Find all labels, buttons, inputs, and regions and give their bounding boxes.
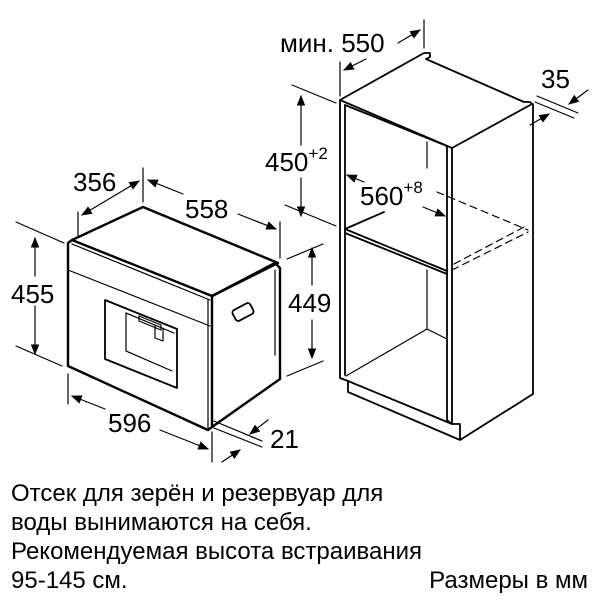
control-strip-line [67, 269, 211, 327]
dim-line-35 [529, 113, 550, 126]
installation-notes: Отсек для зерён и резервуар для воды вын… [11, 479, 481, 595]
cabinet-top-frame [344, 104, 448, 147]
cabinet-dimensions: мин. 550 35 450+2 560+8 [265, 19, 589, 227]
dim-line-21 [221, 449, 241, 463]
note-line: воды вынимаются на себя. [11, 509, 312, 536]
cabinet-left-post [339, 99, 349, 382]
dim-label-21: 21 [270, 424, 299, 454]
dim-label-356: 356 [73, 167, 116, 197]
appliance-drawing [66, 205, 282, 432]
appliance-front-panel [66, 238, 214, 432]
dim-line-560 [422, 206, 446, 217]
dim-label-455: 455 [11, 279, 54, 309]
dim-line-356 [81, 180, 140, 216]
dim-line-550 [397, 29, 421, 44]
note-line: 95-145 см. [11, 567, 128, 594]
dim-label-450: 450+2 [265, 144, 328, 177]
cabinet-drawing [339, 52, 534, 441]
cabinet-right-post [446, 145, 453, 425]
dim-label-596: 596 [108, 408, 151, 438]
units-note: Размеры в мм [429, 567, 588, 594]
dim-line-558 [237, 213, 278, 230]
side-handle-icon [231, 302, 255, 322]
cabinet-rear-panel [345, 141, 448, 377]
appliance-side-face [210, 261, 282, 429]
dispenser-recess-outer [104, 299, 178, 389]
front-bevel-line [71, 243, 211, 301]
dim-label-550: мин. 550 [280, 28, 385, 58]
dim-label-35: 35 [541, 64, 570, 94]
dim-label-558: 558 [185, 194, 228, 224]
cabinet-shelf [344, 211, 448, 275]
appliance-dimensions: 356 558 455 449 596 21 [11, 167, 331, 463]
installation-diagram: 356 558 455 449 596 21 [11, 19, 589, 463]
dispenser-spout [138, 315, 164, 342]
dim-label-560: 560+8 [360, 178, 423, 211]
cabinet-shelf-hidden [436, 191, 529, 271]
dim-line-596 [159, 429, 210, 450]
cabinet-top [339, 52, 533, 149]
note-line: Рекомендуемая высота встраивания [11, 538, 422, 565]
dispenser-recess-inner [125, 312, 175, 372]
cabinet-back-edge [347, 103, 534, 441]
dim-label-449: 449 [288, 288, 331, 318]
note-line: Отсек для зерён и резервуар для [11, 480, 384, 507]
